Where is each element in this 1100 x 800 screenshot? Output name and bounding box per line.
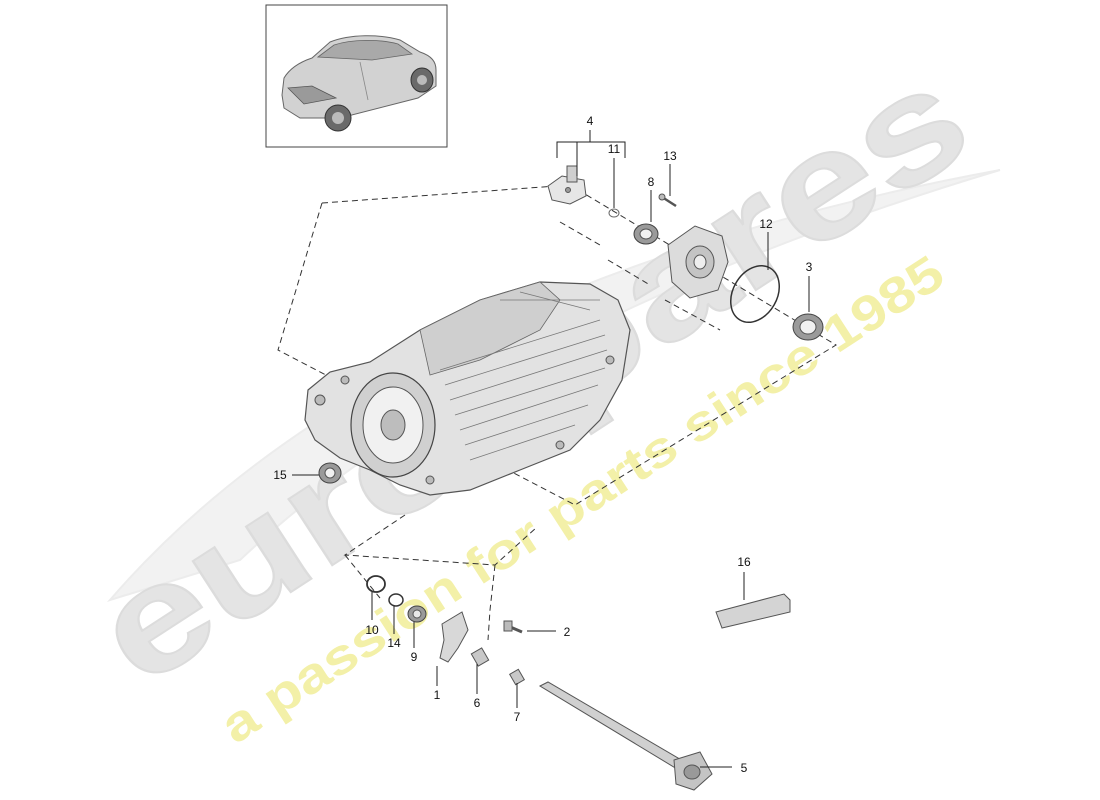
callout-1: 1 bbox=[434, 688, 441, 702]
callout-8: 8 bbox=[648, 175, 655, 189]
callout-6: 6 bbox=[474, 696, 481, 710]
callout-4: 4 bbox=[587, 114, 594, 128]
callout-12: 12 bbox=[759, 217, 773, 231]
callout-2: 2 bbox=[564, 625, 571, 639]
callout-16: 16 bbox=[737, 555, 751, 569]
part-drive-shaft bbox=[538, 681, 713, 791]
part-bolt bbox=[658, 193, 677, 208]
callout-9: 9 bbox=[411, 650, 418, 664]
callout-3: 3 bbox=[806, 260, 813, 274]
part-seal-ring bbox=[792, 313, 824, 341]
parts bbox=[318, 165, 824, 791]
callout-11: 11 bbox=[608, 142, 621, 156]
part-bracket bbox=[439, 611, 469, 663]
part-seal-left bbox=[318, 462, 342, 484]
part-circlip bbox=[366, 575, 386, 593]
transmission-housing bbox=[304, 281, 631, 496]
part-washer bbox=[388, 593, 404, 607]
part-o-ring bbox=[730, 265, 780, 323]
callout-15: 15 bbox=[273, 468, 287, 482]
callout-14: 14 bbox=[387, 636, 401, 650]
explosion-guides bbox=[277, 184, 837, 641]
callout-5: 5 bbox=[741, 761, 748, 775]
leader-lines bbox=[292, 130, 810, 768]
part-ring-small bbox=[608, 208, 620, 218]
part-seal bbox=[633, 223, 659, 245]
part-flange bbox=[547, 165, 587, 205]
callout-13: 13 bbox=[663, 149, 677, 163]
callout-10: 10 bbox=[365, 623, 379, 637]
vehicle-thumbnail bbox=[265, 4, 448, 148]
part-grease-tube bbox=[715, 593, 791, 629]
part-bearing bbox=[407, 605, 427, 623]
part-plug-small bbox=[508, 668, 526, 686]
callout-7: 7 bbox=[514, 710, 521, 724]
part-cover bbox=[667, 225, 729, 299]
part-plug bbox=[470, 647, 490, 667]
car-suv-icon bbox=[281, 35, 437, 132]
part-screw bbox=[503, 620, 523, 634]
